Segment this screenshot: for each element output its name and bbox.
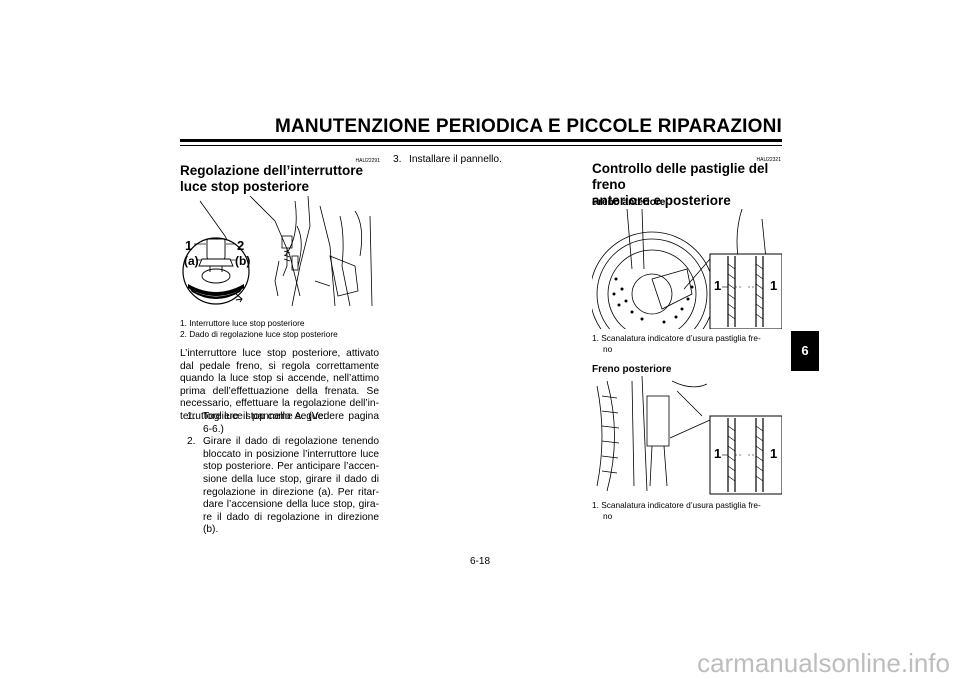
label-1: 1: [714, 278, 722, 293]
list-item: 1. Togliere il pannello A. (Vedere pagin…: [187, 411, 379, 436]
section-code-left: HAU22291: [355, 158, 380, 164]
label-1: 1: [185, 238, 193, 253]
figure-captions-left: 1. Interruttore luce stop posteriore 2. …: [180, 318, 380, 340]
page-number: 6-18: [469, 556, 490, 567]
figure-caption-rear: 1. Scanalatura indicatore d’usura pastig…: [592, 500, 788, 522]
label-1: 1: [770, 446, 778, 461]
rear-brake-drawing: [596, 375, 783, 495]
front-brake-title: Freno anteriore: [592, 197, 666, 208]
heading-line-2: luce stop posteriore: [180, 179, 310, 194]
figure-caption-front: 1. Scanalatura indicatore d’usura pastig…: [592, 333, 788, 355]
step-number: 2.: [187, 436, 196, 448]
front-brake-drawing: [589, 208, 783, 357]
step-text: Installare il pannello.: [409, 154, 502, 165]
list-item: 3. Installare il pannello.: [393, 154, 573, 167]
rear-brake-title: Freno posteriore: [592, 364, 672, 375]
section-heading-brake-pads: Controllo delle pastiglie del freno ante…: [592, 161, 788, 209]
caption-item: 1. Interruttore luce stop posteriore: [180, 318, 305, 328]
brake-switch-paragraph: L’interruttore luce stop posteriore, att…: [180, 348, 379, 422]
caption-line: no: [603, 511, 613, 521]
section-heading-brake-switch: Regolazione dell’interruttore luce stop …: [180, 163, 380, 195]
section-code-right: HAU22321: [756, 157, 781, 163]
page-header-title: MANUTENZIONE PERIODICA E PICCOLE RIPARAZ…: [274, 116, 782, 137]
label-a: (a): [184, 254, 199, 268]
steps-list: 1. Togliere il pannello A. (Vedere pagin…: [187, 411, 379, 537]
label-b: (b): [235, 254, 251, 268]
step-number: 1.: [187, 411, 196, 422]
label-1: 1: [770, 278, 778, 293]
list-item: 2. Girare il dado di regolazione tenendo…: [187, 436, 379, 537]
brake-switch-illustration: 1 2 (a) (b): [180, 195, 380, 315]
label-2: 2: [237, 238, 245, 253]
watermark: carmanualsonline.info: [697, 648, 950, 678]
front-brake-illustration: 1 1: [589, 208, 783, 357]
step-text: Togliere il pannello A. (Vedere pagina 6…: [203, 411, 379, 435]
caption-line: 1. Scanalatura indicatore d’usura pastig…: [592, 333, 761, 343]
label-1: 1: [714, 446, 722, 461]
header-rule-thick: [180, 139, 782, 142]
caption-line: no: [603, 344, 613, 354]
chapter-tab: 6: [791, 331, 819, 371]
heading-line-1: Controllo delle pastiglie del freno: [592, 161, 769, 192]
caption-item: 2. Dado di regolazione luce stop posteri…: [180, 329, 338, 339]
step-text: Girare il dado di regolazione tenendo bl…: [203, 436, 379, 536]
header-rule-thin: [180, 145, 782, 146]
rear-brake-illustration: 1 1: [592, 375, 783, 496]
heading-line-2: anteriore e posteriore: [592, 193, 731, 208]
step-3: 3. Installare il pannello.: [393, 154, 573, 167]
heading-line-1: Regolazione dell’interruttore: [180, 163, 364, 178]
caption-line: 1. Scanalatura indicatore d’usura pastig…: [592, 500, 761, 510]
step-number: 3.: [393, 154, 402, 165]
brake-switch-drawing: [182, 195, 373, 307]
